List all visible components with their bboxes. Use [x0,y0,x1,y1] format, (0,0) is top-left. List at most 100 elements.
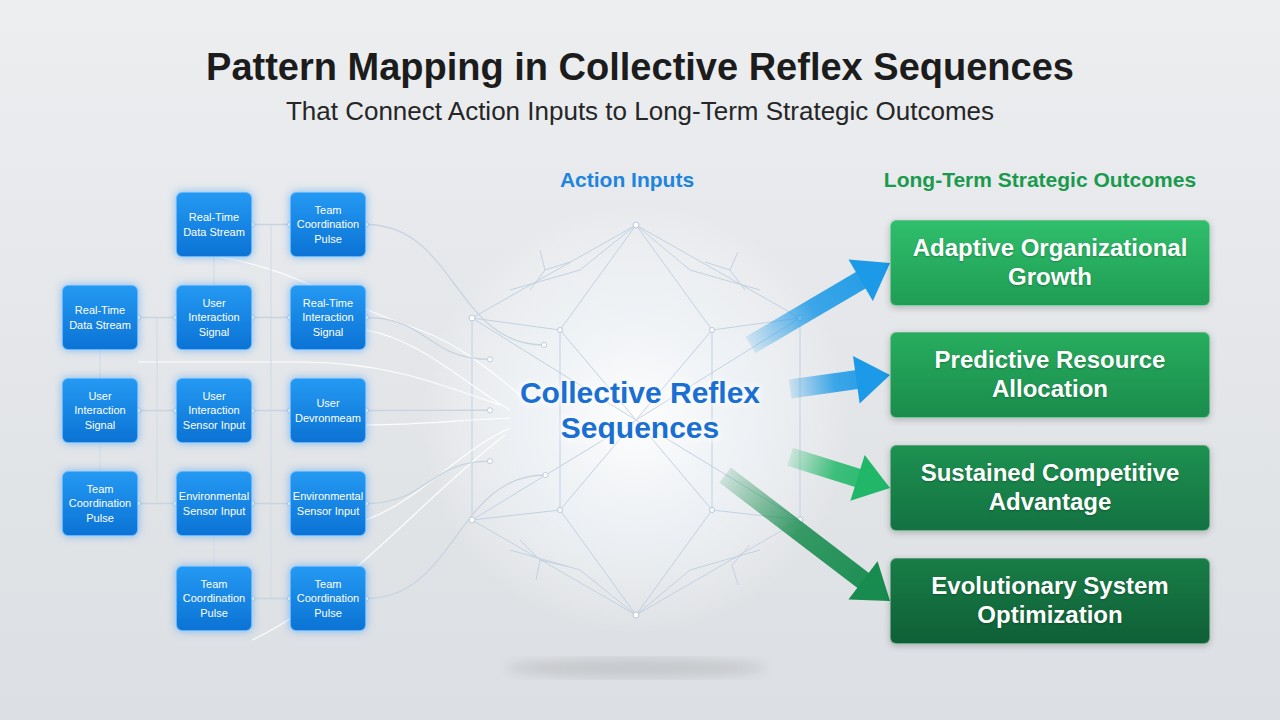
outcome-arrow [790,356,890,404]
connector-line [725,475,864,582]
mesh-dots [469,222,803,618]
input-box: Real-Time Data Stream [176,192,252,257]
outcome-label: Evolutionary System Optimization [899,572,1201,630]
input-box: Team Coordination Pulse [290,566,366,631]
connector-line [252,503,290,504]
input-label: User Devronmeam [292,396,364,424]
mesh-line [472,225,800,615]
input-label: Real-Time Data Stream [178,210,250,238]
joint-dot [543,472,548,477]
arrow-head [848,561,890,601]
connector-line [252,317,290,318]
input-label: Team Coordination Pulse [292,577,364,619]
input-box: Real-Time Data Stream [62,285,138,350]
flow-line [366,330,510,410]
input-box: Real-Time Interaction Signal [290,285,366,350]
outcome-arrow [725,475,890,601]
connector-line [138,317,176,318]
mesh-dot [797,517,803,523]
mesh-dot [469,315,475,321]
flow-lines [138,256,520,640]
outcome-box: Predictive Resource Allocation [890,332,1210,418]
input-box: Team Coordination Pulse [176,566,252,631]
network-mesh [472,225,800,615]
input-label: Team Coordination Pulse [292,203,364,245]
input-label: User Interaction Signal [178,296,250,338]
input-box: User Interaction Signal [176,285,252,350]
input-label: Environmental Sensor Input [178,489,250,517]
input-label: Team Coordination Pulse [64,482,136,524]
input-box: Team Coordination Pulse [62,471,138,536]
hub-glow [421,205,851,635]
input-box: Environmental Sensor Input [176,471,252,536]
diagram-title: Pattern Mapping in Collective Reflex Seq… [0,46,1280,89]
box-link [249,222,292,227]
outcome-arrow [751,260,890,345]
flow-line [252,435,505,640]
hub-shadow [506,658,766,678]
subtitle: That Connect Action Inputs to Long-Term … [0,96,1280,127]
hub-node: Collective Reflex Sequences [490,345,790,475]
box-link [249,408,292,413]
mesh-line [472,318,800,520]
outcome-box: Evolutionary System Optimization [890,558,1210,644]
box-link [249,501,292,506]
input-box: Environmental Sensor Input [290,471,366,536]
input-label: Real-Time Data Stream [64,303,136,331]
mesh-dot [633,612,639,618]
column-heading: Action Inputs [500,168,754,192]
connector-line [790,379,858,389]
connector-line [366,461,490,503]
connector-line [790,457,859,479]
connector-line [252,410,290,411]
flow-line [214,256,520,395]
mesh-dot [633,222,639,228]
box-link [135,315,178,320]
box-link [249,596,292,601]
mesh-line [472,318,800,520]
input-feed-line [363,459,492,507]
input-box: User Interaction Sensor Input [176,378,252,443]
input-label: Real-Time Interaction Signal [292,296,364,338]
input-label: User Interaction Sensor Input [178,389,250,431]
mesh-dot [558,508,563,513]
arrow-head [849,260,890,301]
input-box: Team Coordination Pulse [290,192,366,257]
mesh-dot [710,328,715,333]
joint-dot [487,408,492,413]
joint-dot [487,459,492,464]
joint-dot [541,342,546,347]
box-link [135,501,178,506]
connector-line [366,318,490,360]
connector-line [138,410,176,411]
column-heading: Long-Term Strategic Outcomes [830,168,1250,192]
connector-line [252,598,290,599]
flow-line [366,418,510,425]
arrow-head [853,356,890,404]
joint-dot [487,357,492,362]
input-label: User Interaction Signal [64,389,136,431]
input-feed-line [363,222,546,348]
connector-line [252,224,290,225]
connector-line [138,503,176,504]
mesh-line [560,420,712,615]
mesh-dot [797,315,803,321]
connector-line [366,225,544,346]
hub-title: Collective Reflex Sequences [490,375,790,445]
arrow-head [850,455,890,501]
outcome-box: Sustained Competitive Advantage [890,445,1210,531]
outcome-arrow [790,455,890,501]
connector-line [751,279,863,345]
outcome-label: Sustained Competitive Advantage [899,459,1201,517]
box-link [249,315,292,320]
input-box: User Interaction Signal [62,378,138,443]
mesh-dot [710,508,715,513]
connector-line [366,410,490,412]
mesh-dot [558,328,563,333]
connector-line [366,475,546,599]
outcome-box: Adaptive Organizational Growth [890,220,1210,306]
input-feed-line [363,408,492,413]
input-feed-line [363,315,492,362]
mesh-dot [469,517,475,523]
